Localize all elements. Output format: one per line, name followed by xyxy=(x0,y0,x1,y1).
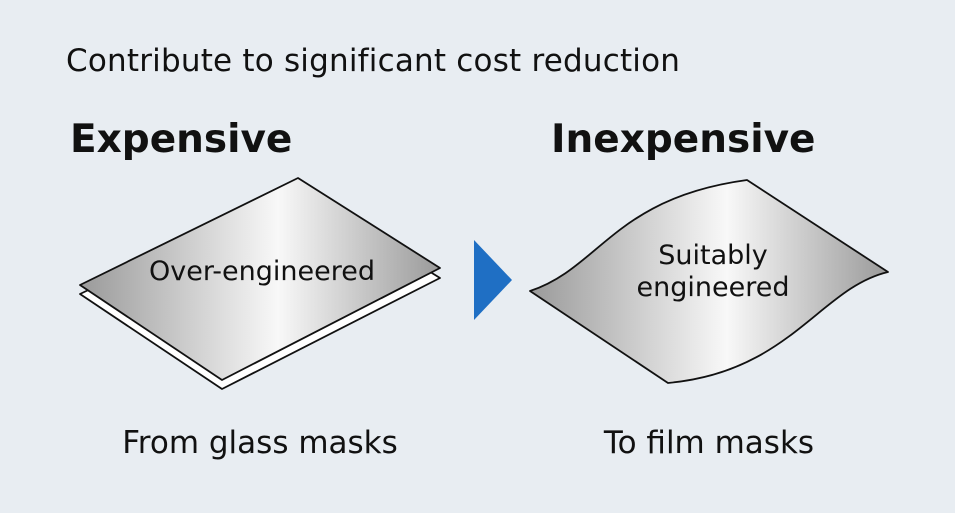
film-masks-caption: To film masks xyxy=(603,425,815,461)
suitably-engineered-label-line2: engineered xyxy=(636,272,790,303)
expensive-title: Expensive xyxy=(70,117,293,162)
suitably-engineered-label-line1: Suitably xyxy=(658,240,768,271)
inexpensive-title: Inexpensive xyxy=(551,117,816,162)
over-engineered-label: Over-engineered xyxy=(149,256,375,287)
curved-film-sheet-icon xyxy=(529,179,889,384)
suitably-engineered-label: Suitably engineered xyxy=(637,240,790,304)
glass-plate-front xyxy=(79,177,441,381)
headline: Contribute to significant cost reduction xyxy=(66,43,681,79)
glass-masks-caption: From glass masks xyxy=(122,425,398,461)
arrow-right-triangle-icon xyxy=(474,240,512,320)
glass-mask-icon xyxy=(79,177,441,390)
